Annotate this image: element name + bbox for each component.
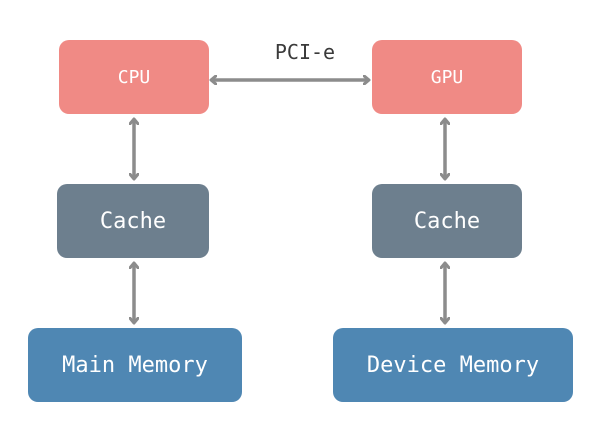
- device-memory-box: Device Memory: [333, 328, 573, 402]
- gpu-box: GPU: [372, 40, 522, 114]
- cpu-box: CPU: [59, 40, 209, 114]
- main-memory-box: Main Memory: [28, 328, 242, 402]
- device-cache-box: Cache: [372, 184, 522, 258]
- host-cache-box: Cache: [57, 184, 209, 258]
- pcie-label: PCI-e: [274, 40, 336, 64]
